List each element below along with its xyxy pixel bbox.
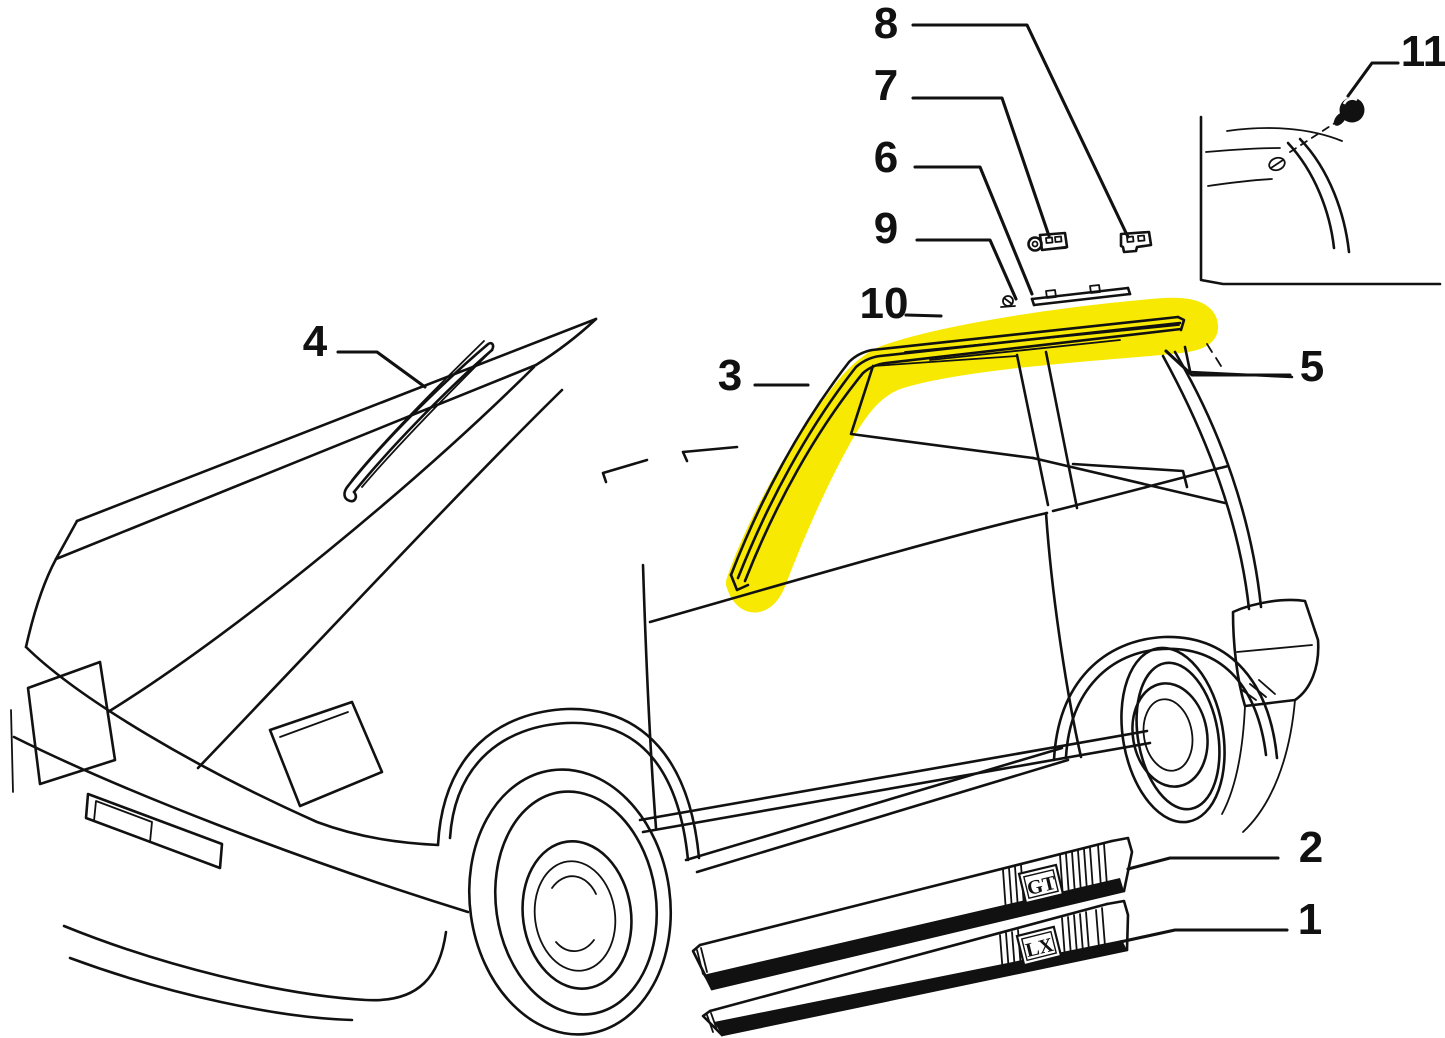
leader-4 — [336, 350, 427, 389]
hatch-pillar — [1173, 350, 1263, 609]
windshield-cowl — [54, 363, 538, 561]
grille-slot — [84, 792, 224, 870]
roof-strip-part6 — [1030, 284, 1132, 307]
callout-2: 2 — [1299, 823, 1323, 872]
callout-3: 3 — [718, 351, 742, 400]
callout-6: 6 — [874, 133, 898, 182]
front-wheel-arch — [436, 707, 701, 860]
lx-badge: LX — [1015, 925, 1063, 967]
hood-front-edge — [24, 645, 440, 847]
shoulder-line — [648, 511, 1049, 624]
leader-9 — [915, 238, 1018, 301]
leader-8 — [911, 23, 1130, 239]
side-molding-lx: LX — [701, 899, 1130, 1037]
windshield-header — [75, 317, 598, 523]
headlight-near — [268, 700, 384, 808]
rear-bumper-corner — [1221, 598, 1320, 833]
screw-part9 — [1000, 295, 1016, 308]
callout-11: 11 — [1401, 27, 1445, 76]
car-body-outline — [10, 317, 1320, 1036]
callout-9: 9 — [874, 204, 898, 253]
callout-5: 5 — [1300, 342, 1324, 391]
callout-8: 8 — [874, 0, 898, 48]
door-side-molding — [638, 729, 1149, 822]
callout-4: 4 — [303, 317, 328, 366]
callout-1: 1 — [1298, 895, 1322, 944]
callout-labels: 8 7 6 9 10 3 4 5 11 2 1 — [303, 0, 1445, 944]
leader-11 — [1346, 61, 1400, 98]
front-wheel — [467, 768, 673, 1036]
a-pillar-trim-part4 — [343, 340, 495, 503]
leader-6 — [913, 165, 1034, 296]
rocker-sill — [684, 746, 1064, 862]
gt-badge: GT — [1017, 863, 1065, 905]
gt-hatch-stripes — [1002, 843, 1108, 913]
clip-part7 — [1027, 231, 1069, 252]
headlight-far — [26, 660, 117, 786]
quarter-window — [1071, 462, 1189, 489]
b-pillar — [1015, 353, 1050, 507]
license-plate-recess — [93, 800, 153, 843]
leader-10 — [904, 313, 943, 318]
callout-10: 10 — [860, 279, 909, 328]
leader-1 — [1118, 928, 1289, 944]
rear-wheel-arch — [1052, 635, 1279, 762]
inset-border — [1199, 115, 1442, 286]
leader-lines — [336, 23, 1400, 944]
front-bumper-bottom — [62, 924, 448, 1002]
lx-hatch-stripes — [999, 907, 1106, 976]
side-molding-gt: GT — [691, 836, 1134, 991]
hood-crease — [106, 365, 536, 714]
front-bumper-top — [12, 735, 470, 914]
leader-7 — [911, 96, 1051, 238]
rear-wheel — [1120, 646, 1226, 824]
door-window — [849, 364, 1035, 460]
clip-part8 — [1119, 230, 1153, 254]
leader-5 — [1164, 349, 1292, 377]
door-rear-edge — [1044, 511, 1083, 759]
door-front-edge — [641, 563, 658, 830]
grommet-part11 — [1333, 97, 1365, 126]
detail-inset — [1199, 97, 1442, 286]
beltline — [1031, 456, 1227, 505]
callout-7: 7 — [874, 61, 898, 110]
hood-crease — [196, 388, 564, 770]
leader-2 — [1126, 856, 1280, 871]
drip-molding-part3-10 — [729, 315, 1186, 592]
